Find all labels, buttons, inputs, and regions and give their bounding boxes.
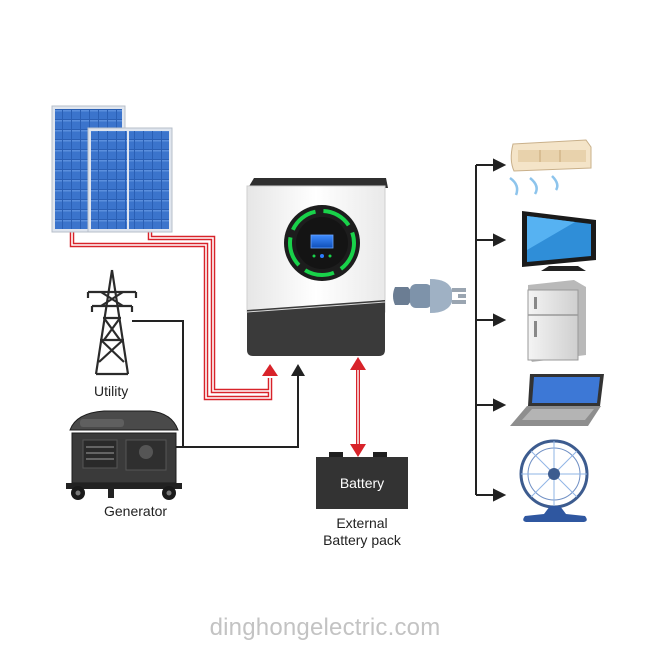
- laptop-icon: [510, 374, 604, 426]
- refrigerator-icon: [527, 280, 586, 362]
- battery-icon: Battery: [316, 452, 408, 509]
- battery-text: Battery: [340, 475, 384, 491]
- ac-arrow-head: [291, 364, 305, 376]
- ac-wires: [132, 320, 299, 448]
- air-conditioner-icon: [509, 139, 592, 196]
- utility-label: Utility: [94, 383, 129, 399]
- battery-link: [350, 357, 366, 457]
- load-bus: [475, 158, 507, 502]
- tv-icon: [522, 211, 596, 271]
- external-battery-line1: External: [336, 515, 388, 531]
- plug-icon: [393, 279, 466, 313]
- power-tower-icon: [86, 269, 138, 376]
- pv-wire-inner: [71, 231, 271, 399]
- fan-icon: [519, 439, 589, 522]
- pv-arrow-head: [262, 364, 278, 376]
- inverter-icon: [246, 178, 388, 356]
- watermark: dinghongelectric.com: [209, 614, 441, 641]
- external-battery-label: External Battery pack: [316, 515, 408, 549]
- generator-icon: [66, 410, 182, 500]
- solar-panel-icon: [51, 105, 173, 233]
- external-battery-line2: Battery pack: [323, 532, 401, 548]
- generator-label: Generator: [104, 503, 168, 519]
